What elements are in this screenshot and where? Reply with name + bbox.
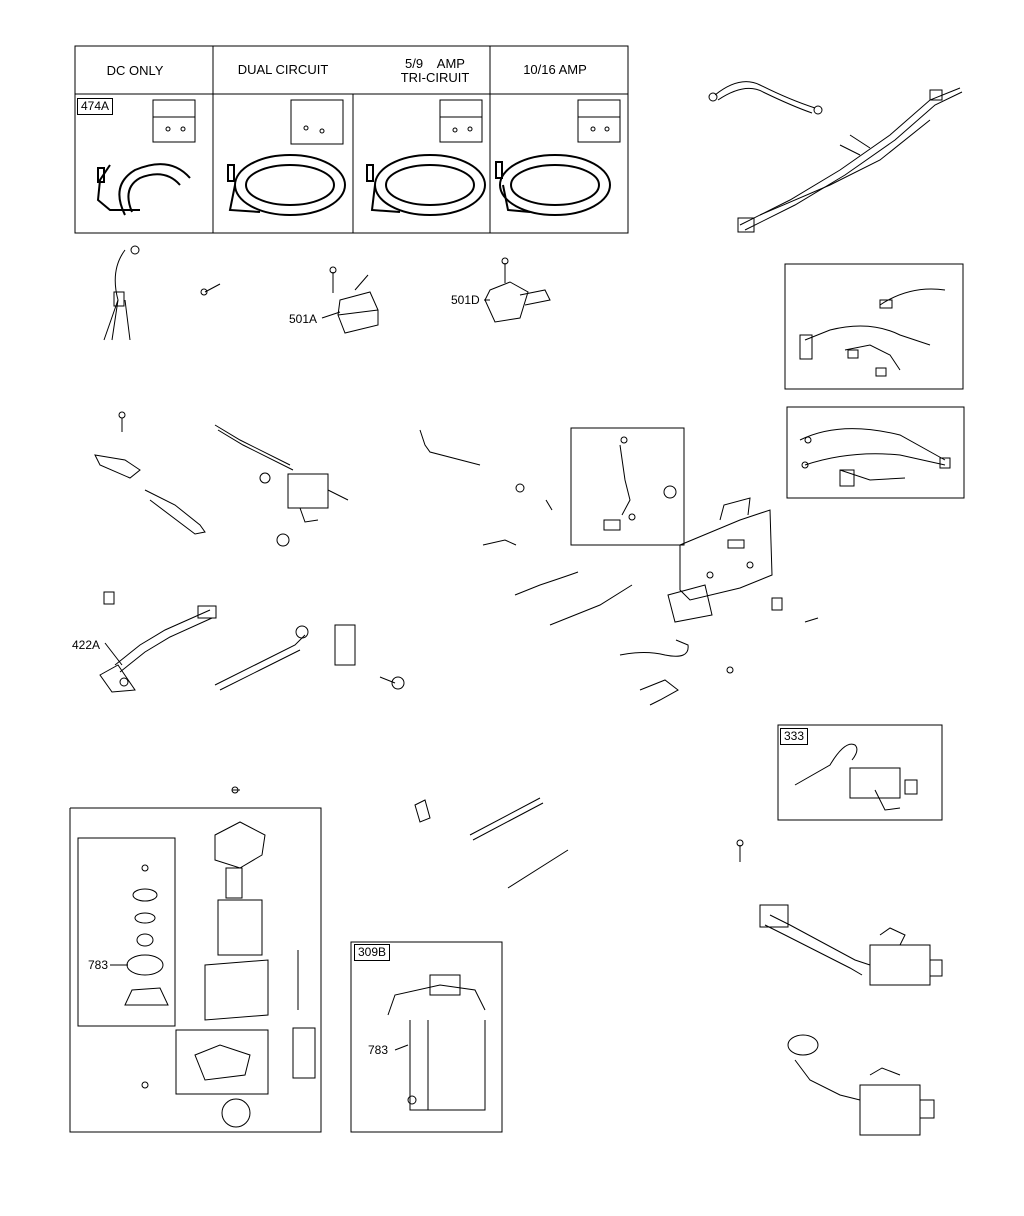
header-dual-circuit: DUAL CIRCUIT: [237, 62, 329, 77]
screw-inset-dual: [290, 99, 344, 145]
header-10-16-amp: 10/16 AMP: [523, 62, 587, 77]
screw-icon: [736, 839, 744, 862]
ignition-coil-box: [777, 724, 943, 821]
starter-exploded-box: [69, 786, 322, 1133]
choke-cable-icon: [619, 639, 734, 706]
rectifier-icon: [329, 266, 379, 334]
alternator-stator-icon: [495, 154, 611, 216]
alternator-stator-icon: [366, 154, 486, 216]
callout-309b: 309B: [354, 944, 391, 961]
wire-lead-icon: [103, 245, 140, 341]
throttle-rod-icon: [419, 429, 633, 626]
screw-inset-tri: [439, 99, 483, 143]
screw-inset-dc: [152, 99, 196, 143]
header-dc-only: DC ONLY: [106, 63, 164, 78]
ignition-coil-icon: [787, 1034, 935, 1136]
linkage-parts-icon: [94, 411, 206, 535]
shaft-rods-icon: [414, 797, 569, 889]
alternator-table: [74, 45, 629, 234]
header-tri-circuit-line1: 5/9 AMP: [405, 56, 465, 71]
callout-501d: 501D: [451, 293, 480, 307]
ignition-coil-icon: [759, 904, 943, 986]
rectifier-icon: [484, 257, 551, 323]
small-clip-icon: [771, 597, 819, 623]
callout-474a: 474A: [77, 98, 114, 115]
wiring-kit-box: [786, 406, 965, 499]
screw-icon: [200, 283, 221, 296]
callout-leaders: [104, 299, 490, 1051]
screw-inset-1016: [577, 99, 621, 143]
callout-783-starter: 783: [368, 1043, 389, 1057]
wrench-link-icon: [214, 624, 405, 691]
callout-783-gear: 783: [88, 958, 109, 972]
solenoid-icon: [214, 424, 349, 547]
ground-wire-icon: [99, 591, 217, 693]
governor-lever-box: [570, 427, 685, 546]
alternator-stator-icon: [227, 154, 346, 216]
callout-333: 333: [780, 728, 809, 745]
alternator-stator-icon: [96, 163, 191, 216]
starter-motor-box: [350, 941, 503, 1133]
header-tri-circuit-line2: TRI-CIRUIT: [400, 70, 470, 85]
wire-harness-icon: [708, 81, 963, 233]
callout-422a: 422A: [72, 638, 101, 652]
wiring-kit-box: [784, 263, 964, 390]
callout-501a: 501A: [289, 312, 318, 326]
control-bracket-icon: [667, 497, 773, 623]
